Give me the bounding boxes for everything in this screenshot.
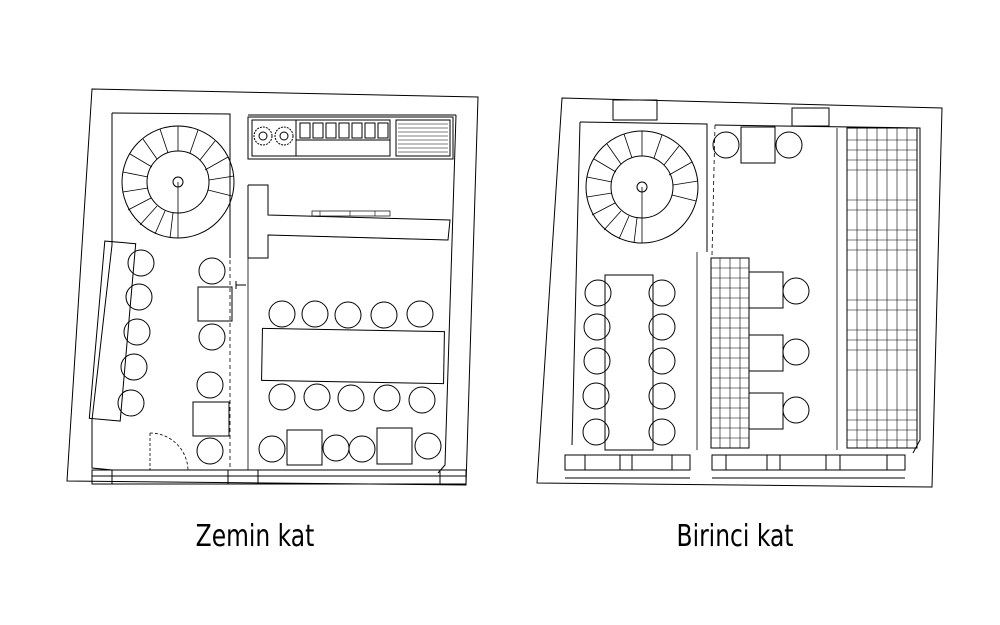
first-long-table <box>604 274 654 451</box>
ground-floor-caption: Zemin kat <box>195 519 315 554</box>
ground-kitchen-equipment <box>247 116 454 160</box>
first-floor-caption: Birinci kat <box>676 519 794 554</box>
ground-spiral-stair <box>121 125 235 239</box>
ground-bottom-tables <box>258 427 442 466</box>
ground-left-chairs <box>117 249 155 417</box>
ground-floor-plan <box>66 88 479 486</box>
ground-inner-wall-right <box>437 114 457 474</box>
ground-inner-wall-left-lower <box>91 244 113 478</box>
first-spiral-stair <box>585 130 699 244</box>
ground-banquette <box>88 240 137 422</box>
ground-long-table <box>261 327 445 385</box>
first-top-table <box>712 126 803 164</box>
first-banquette-left <box>710 257 750 449</box>
ground-front-facade <box>91 469 467 485</box>
first-long-table-chairs <box>582 279 676 446</box>
ground-door-swing <box>149 432 189 471</box>
ground-bar-counter <box>247 184 451 259</box>
ground-outer-wall <box>66 88 479 486</box>
ground-long-table-chairs <box>268 300 436 414</box>
ground-inner-wall <box>111 112 231 258</box>
first-outer-wall <box>536 97 943 488</box>
first-floor-plan <box>536 97 943 488</box>
first-small-tables <box>748 271 810 430</box>
first-banquette-right <box>836 127 918 450</box>
ground-small-tables <box>192 257 233 465</box>
first-front-facade <box>564 454 906 479</box>
